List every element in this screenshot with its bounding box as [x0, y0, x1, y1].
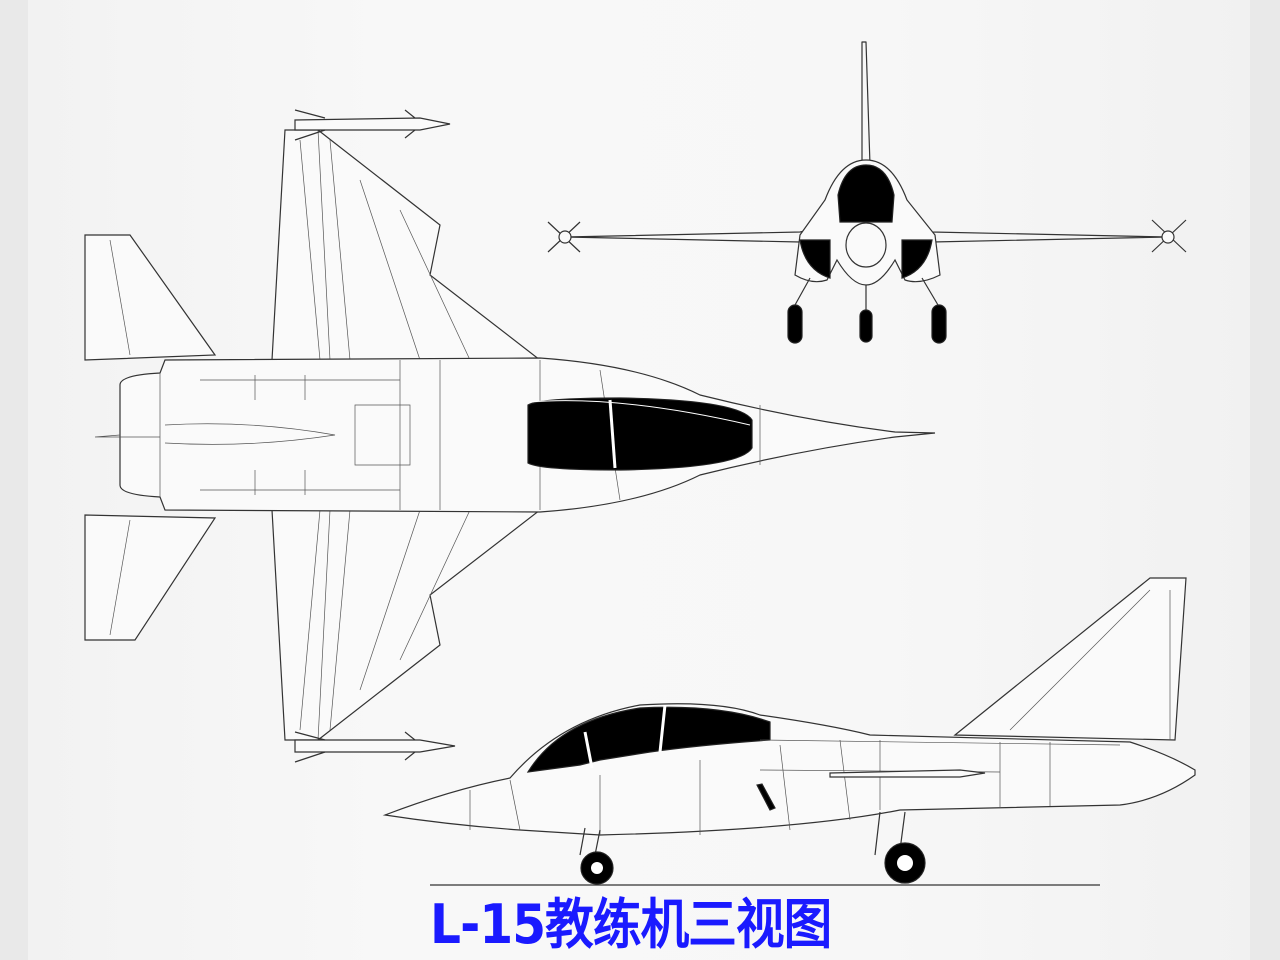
front-view-wheel-nose [859, 309, 873, 343]
front-view-fin [861, 41, 871, 166]
top-view-upper-wing [271, 129, 542, 361]
front-view-wheel-right [931, 304, 947, 344]
front-view-wheel-left [787, 304, 803, 344]
diagram-caption: L-15教练机三视图 [430, 893, 832, 956]
front-view-canopy [837, 164, 895, 223]
top-view-stabilizer-lower [84, 514, 217, 641]
side-view [382, 577, 1196, 886]
top-view-stabilizer-upper [84, 234, 217, 361]
top-view-missile-upper [294, 117, 451, 131]
top-view [84, 109, 936, 763]
side-view-fin [953, 577, 1187, 741]
side-view-missile [829, 769, 986, 778]
top-view-missile-lower [294, 739, 456, 753]
top-view-lower-wing [271, 509, 542, 741]
top-view-canopy [527, 397, 753, 471]
front-view [547, 41, 1187, 344]
